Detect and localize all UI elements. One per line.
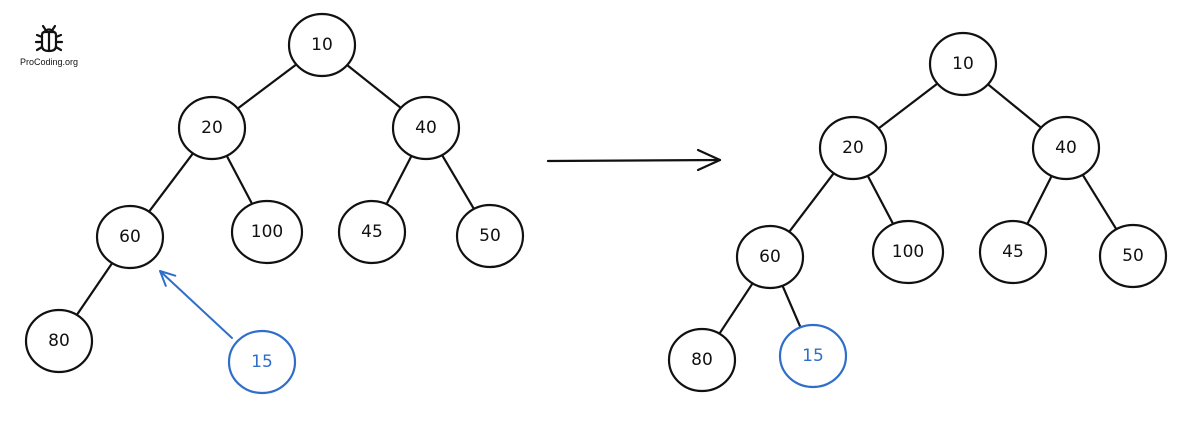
edge-before-n40-n50 — [439, 151, 477, 213]
node-label: 20 — [842, 138, 864, 158]
insert-arrow — [159, 270, 233, 339]
edge-after-n60-n15 — [780, 282, 803, 331]
node-circle — [1098, 223, 1168, 289]
node-circle — [337, 199, 407, 265]
edges-layer — [74, 61, 1119, 337]
node-label: 10 — [952, 54, 974, 74]
edge-after-n60-n80 — [716, 280, 756, 337]
logo-text: ProCoding.org — [19, 57, 79, 67]
node-before-45: 45 — [337, 199, 407, 265]
transition-arrow-shaft — [546, 158, 722, 163]
node-circle — [391, 95, 461, 161]
insert-arrow-shaft — [159, 270, 233, 339]
transition-arrow-head — [696, 148, 722, 172]
edge-before-n20-n100 — [224, 152, 255, 208]
node-after-20: 20 — [818, 115, 888, 181]
node-circle — [95, 204, 165, 270]
node-after-40: 40 — [1031, 115, 1101, 181]
node-circle — [177, 95, 247, 161]
node-before-10: 10 — [287, 12, 357, 78]
edge-after-n10-n40 — [984, 81, 1045, 131]
node-label: 100 — [892, 242, 924, 262]
node-label: 40 — [415, 118, 437, 138]
node-circle — [818, 115, 888, 181]
node-after-15: 15 — [778, 323, 848, 389]
node-after-80: 80 — [667, 327, 737, 393]
node-circle — [667, 327, 737, 393]
edge-before-n10-n40 — [343, 61, 405, 112]
edge-after-n20-n60 — [786, 170, 837, 235]
node-after-45: 45 — [978, 219, 1048, 285]
node-label: 100 — [251, 222, 283, 242]
bug-icon — [34, 24, 64, 53]
node-before-50: 50 — [455, 203, 525, 269]
edge-before-n40-n45 — [384, 152, 414, 208]
insert-arrow-head — [159, 270, 177, 287]
node-label: 45 — [361, 222, 383, 242]
node-label: 15 — [802, 346, 824, 366]
node-circle — [24, 308, 94, 374]
edge-after-n20-n100 — [865, 172, 896, 228]
arrows-layer — [159, 148, 722, 339]
edge-before-n60-n80 — [74, 259, 115, 319]
procoding-logo: ProCoding.org — [14, 24, 84, 72]
transition-arrow — [546, 148, 722, 172]
node-before-40: 40 — [391, 95, 461, 161]
node-label: 60 — [119, 227, 141, 247]
node-after-100: 100 — [871, 219, 945, 285]
node-label: 10 — [311, 35, 333, 55]
node-label: 50 — [479, 226, 501, 246]
edge-after-n10-n20 — [874, 80, 942, 132]
node-circle — [287, 12, 357, 78]
node-before-100: 100 — [230, 199, 304, 265]
edge-before-n10-n20 — [234, 61, 300, 112]
node-circle — [1031, 115, 1101, 181]
edge-before-n20-n60 — [146, 150, 196, 215]
node-label: 40 — [1055, 138, 1077, 158]
node-label: 20 — [201, 118, 223, 138]
node-circle — [230, 199, 304, 265]
nodes-layer: 10 20 40 60 100 45 50 80 15 10 20 40 60 100 45 50 80 15 — [24, 12, 1168, 395]
node-circle — [778, 323, 848, 389]
node-circle — [928, 31, 998, 97]
node-before-80: 80 — [24, 308, 94, 374]
node-circle — [227, 329, 297, 395]
node-before-15: 15 — [227, 329, 297, 395]
node-before-20: 20 — [177, 95, 247, 161]
node-label: 80 — [691, 350, 713, 370]
node-label: 15 — [251, 352, 273, 372]
node-circle — [871, 219, 945, 285]
node-label: 50 — [1122, 246, 1144, 266]
node-circle — [978, 219, 1048, 285]
node-after-10: 10 — [928, 31, 998, 97]
node-circle — [455, 203, 525, 269]
node-after-60: 60 — [735, 224, 805, 290]
node-after-50: 50 — [1098, 223, 1168, 289]
node-label: 60 — [759, 247, 781, 267]
node-label: 80 — [48, 331, 70, 351]
edge-after-n40-n50 — [1080, 171, 1119, 233]
edge-after-n40-n45 — [1025, 172, 1054, 228]
node-label: 45 — [1002, 242, 1024, 262]
node-circle — [735, 224, 805, 290]
node-before-60: 60 — [95, 204, 165, 270]
